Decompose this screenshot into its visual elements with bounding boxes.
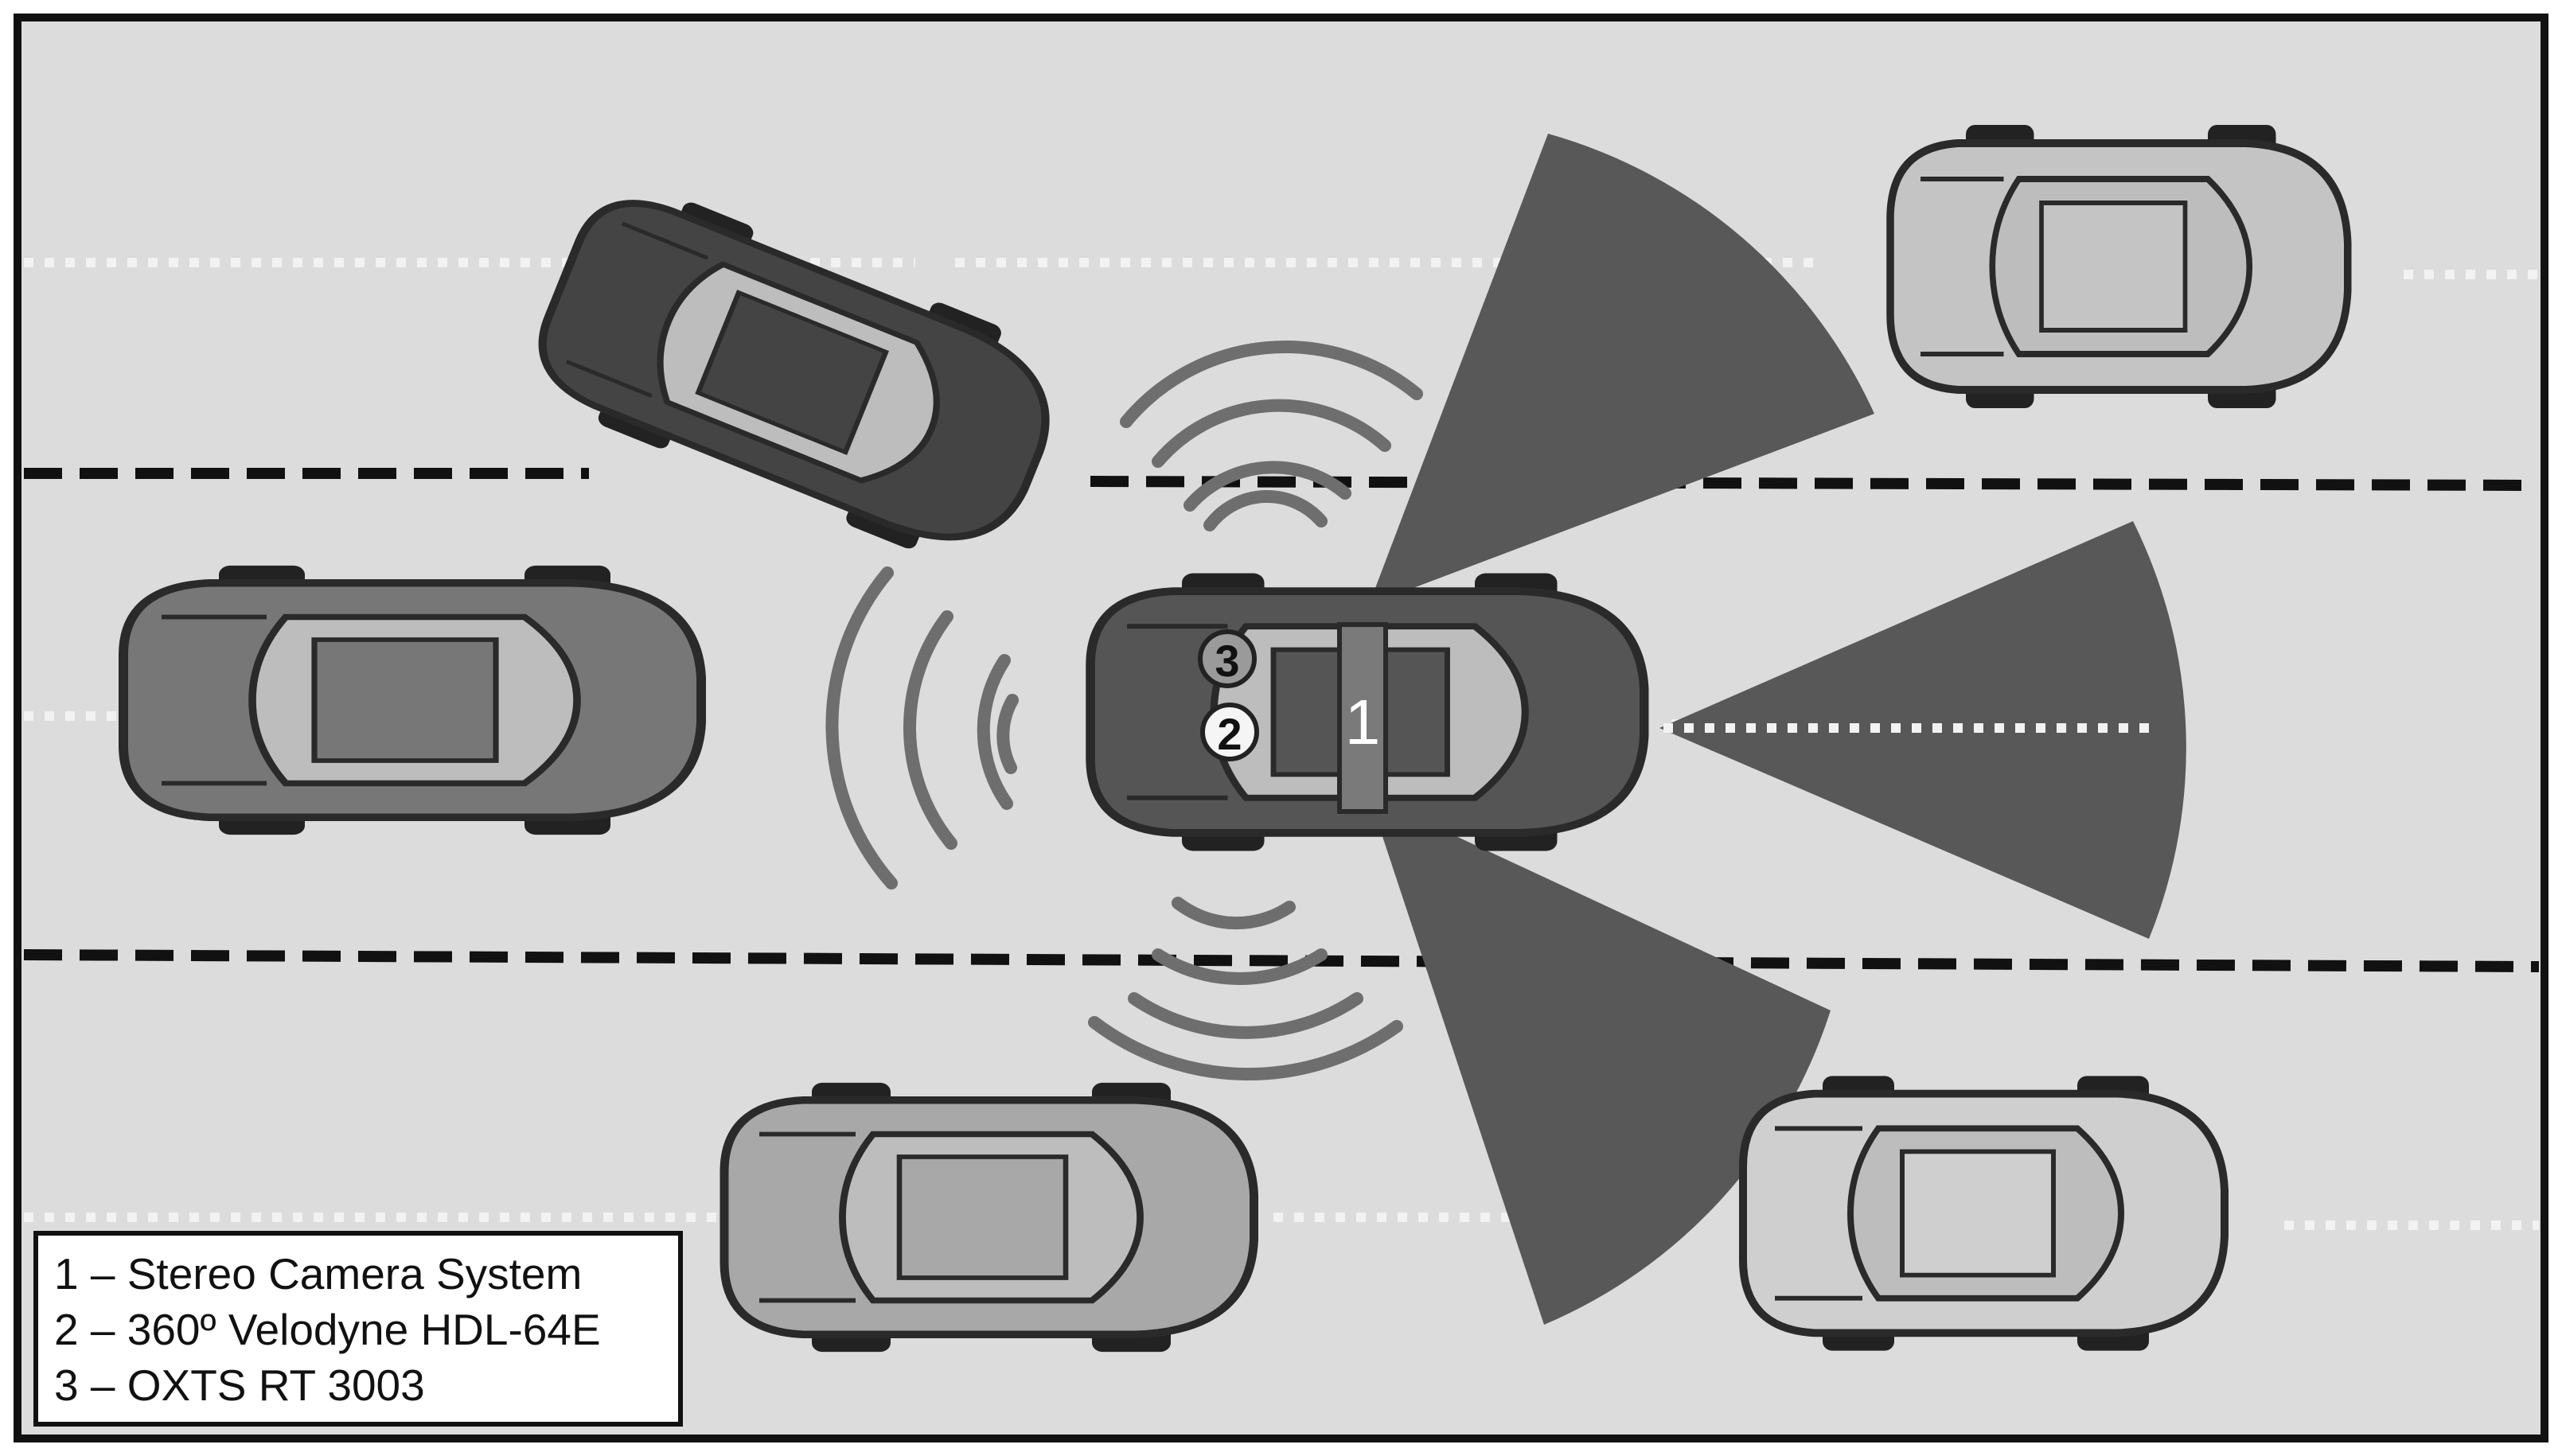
legend-item-1: 1 – Stereo Camera System [54,1249,582,1298]
sensor-label-1: 1 [1345,687,1381,757]
camera-fov-front [1659,521,2186,939]
camera-fov [1369,134,2186,1325]
legend-item-3: 3 – OXTS RT 3003 [54,1361,425,1410]
sensor-badge-2 [1200,703,1259,761]
camera-fov-front-left [1369,134,1874,605]
sensor-badge-3 [1198,629,1257,688]
lidar-waves [825,341,1423,1081]
vehicle-left-van [123,566,701,835]
legend-box [33,1231,683,1427]
camera-fov-front-right [1369,796,1831,1325]
legend: 1 – Stereo Camera System 2 – 360º Velody… [33,1231,683,1427]
legend-item-2: 2 – 360º Velodyne HDL-64E [54,1305,601,1354]
vehicle-bottom-center-car [724,1083,1254,1352]
sensor-label-2: 2 [1217,709,1242,759]
vehicle-bottom-right-convertible [1743,1076,2225,1350]
sensor-label-3: 3 [1215,636,1239,686]
stereo-camera-bar [1337,622,1388,814]
vehicle-top-right-car [1890,125,2348,408]
